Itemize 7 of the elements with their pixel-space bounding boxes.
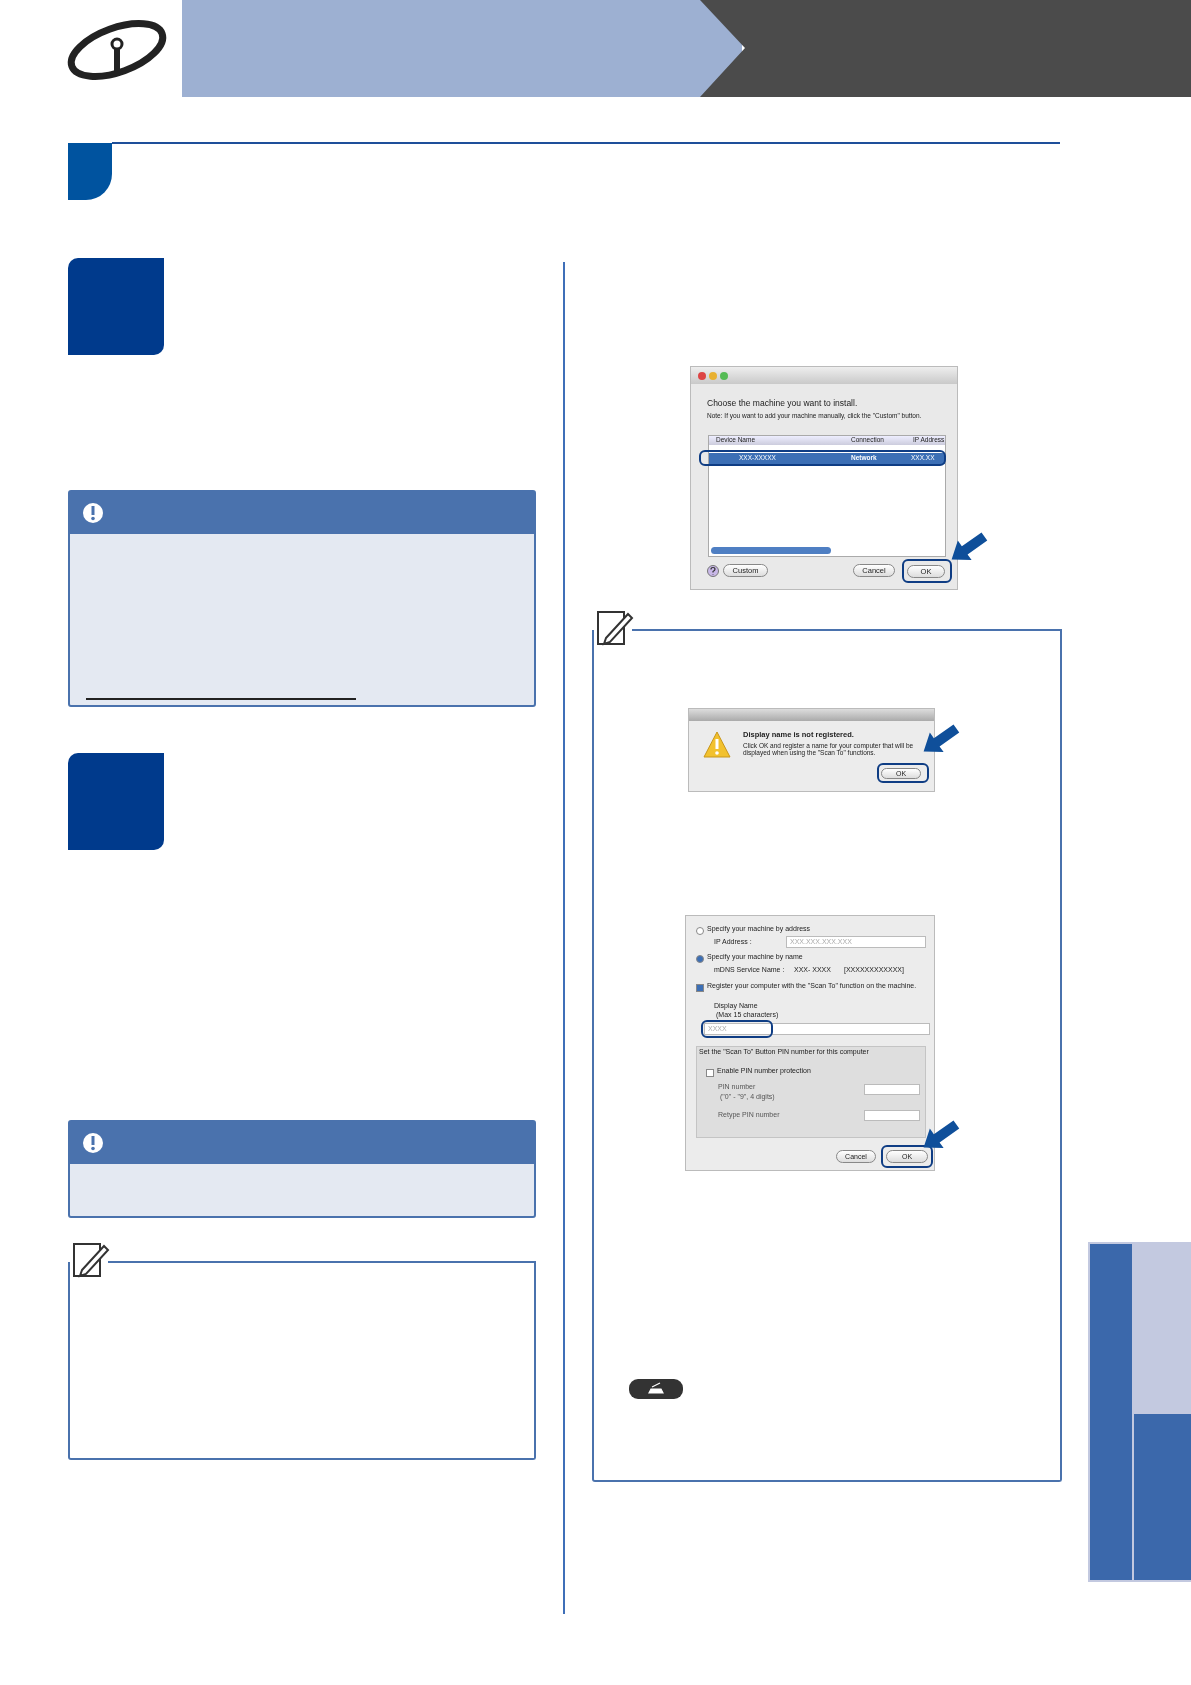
side-tab	[1134, 1414, 1191, 1580]
side-tab	[1090, 1244, 1132, 1580]
warning-box	[68, 490, 536, 707]
step-box	[68, 258, 164, 355]
step-box	[68, 753, 164, 850]
warning-box	[68, 1120, 536, 1218]
dialog-text: Choose the machine you want to install.	[707, 399, 858, 409]
